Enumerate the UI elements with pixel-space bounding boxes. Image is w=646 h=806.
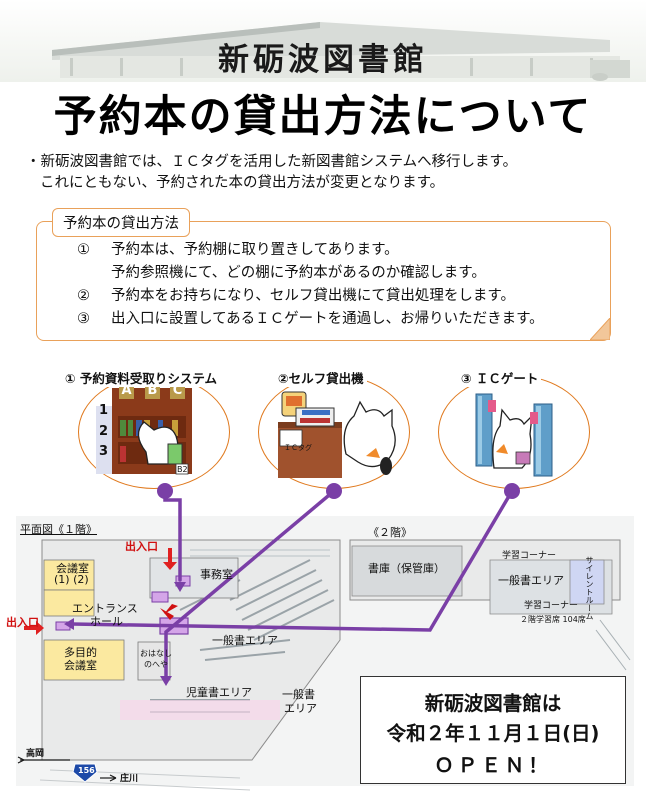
- step-text: 予約本をお持ちになり、セルフ貸出機にて貸出処理をします。: [111, 288, 515, 304]
- shelf-number-3: 3: [99, 444, 109, 459]
- general-area-top-label: 一般書エリア: [212, 634, 278, 647]
- multi-room-label-2: 会議室: [64, 659, 97, 672]
- meeting-room-sub-label: (1) (2): [54, 573, 89, 586]
- opening-line-2: 令和２年１１月１日(日): [386, 722, 600, 745]
- book-tag-label: B2: [177, 465, 188, 474]
- entrance-hall-label-1: エントランス: [72, 602, 138, 615]
- step-number: ①: [77, 242, 90, 258]
- opening-line-1: 新砺波図書館は: [424, 692, 562, 715]
- ic-tag-label: ＩＣタグ: [284, 444, 312, 452]
- road-right-place: 庄川: [120, 774, 139, 784]
- station-3-title: ③ ＩＣゲート: [458, 368, 542, 387]
- office-label: 事務室: [200, 568, 233, 581]
- header-building-illustration: [0, 0, 646, 82]
- multi-room-label-1: 多目的: [64, 646, 97, 659]
- step-number: ③: [77, 311, 90, 327]
- library-name: 新砺波図書館: [218, 42, 428, 78]
- shelf-number-2: 2: [99, 424, 109, 439]
- step-3: ③ 出入口に設置してあるＩＣゲートを通過し、お帰りいただきます。: [77, 309, 544, 329]
- step-2: ② 予約本をお持ちになり、セルフ貸出機にて貸出処理をします。: [77, 286, 515, 306]
- study-corner-top-label: 学習コーナー: [502, 551, 557, 561]
- meeting-room-label: 会議室: [56, 562, 89, 575]
- general-area-label-1: 一般書: [282, 688, 315, 701]
- station-1-title: ① 予約資料受取りシステム: [62, 368, 221, 387]
- children-area-label: 児童書エリア: [186, 686, 252, 699]
- study-seats-label: ２階学習席 104席: [520, 615, 586, 624]
- floor1-title: 平面図《１階》: [20, 523, 97, 536]
- opening-announcement: 新砺波図書館は 令和２年１１月１日(日) ＯＰＥＮ！: [360, 676, 626, 784]
- step-1: ① 予約本は、予約棚に取り置きしてあります。: [77, 240, 399, 260]
- opening-line-3: ＯＰＥＮ！: [434, 754, 552, 777]
- entrance-left-label: 出入口: [6, 616, 39, 629]
- intro-line-2: これにともない、予約された本の貸出方法が変更となります。: [40, 175, 445, 191]
- entrance-hall-label-2: ホール: [90, 615, 123, 628]
- general-area-label-2: エリア: [284, 702, 317, 715]
- self-checkout-illustration: [278, 391, 396, 478]
- shelf-letter-b: B: [145, 383, 160, 399]
- step-1-sub: 予約参照機にて、どの棚に予約本があるのか確認します。: [77, 263, 486, 283]
- step-text: 出入口に設置してあるＩＣゲートを通過し、お帰りいただきます。: [111, 311, 544, 327]
- page-fold-icon: [590, 318, 610, 340]
- route-number: 156: [78, 766, 95, 775]
- shelf-letter-c: C: [170, 383, 185, 399]
- story-room-label-1: おはなし: [140, 649, 172, 658]
- station-2-title: ②セルフ貸出機: [275, 368, 367, 387]
- page-title: 予約本の貸出方法について: [53, 92, 593, 142]
- entrance-top-label: 出入口: [125, 540, 158, 553]
- intro-line-1: ・新砺波図書館では、ＩＣタグを活用した新図書館システムへ移行します。: [26, 154, 518, 170]
- intro-text: ・新砺波図書館では、ＩＣタグを活用した新図書館システムへ移行します。 これにとも…: [26, 152, 626, 194]
- stack-room-label: 書庫（保管庫）: [368, 562, 445, 575]
- step-number: ②: [77, 288, 90, 304]
- floor2-title: 《２階》: [368, 526, 412, 539]
- method-box: ① 予約本は、予約棚に取り置きしてあります。 予約参照機にて、どの棚に予約本がある…: [36, 221, 611, 341]
- road-left-place: 高岡: [26, 749, 45, 759]
- reservation-shelf-illustration: [96, 388, 192, 475]
- floor-map: [16, 483, 634, 791]
- shelf-letter-a: A: [119, 383, 134, 399]
- step-text: 予約本は、予約棚に取り置きしてあります。: [111, 242, 399, 258]
- method-label: 予約本の貸出方法: [52, 208, 190, 237]
- step-text: 予約参照機にて、どの棚に予約本があるのか確認します。: [111, 265, 486, 281]
- ic-gate-illustration: [475, 393, 553, 477]
- study-corner-bottom-label: 学習コーナー: [524, 601, 579, 611]
- shelf-number-1: 1: [99, 403, 109, 418]
- story-room-label-2: のへや: [144, 660, 168, 669]
- general-area-2f-label: 一般書エリア: [498, 574, 564, 587]
- silent-room-label: サイレントルーム: [585, 556, 594, 620]
